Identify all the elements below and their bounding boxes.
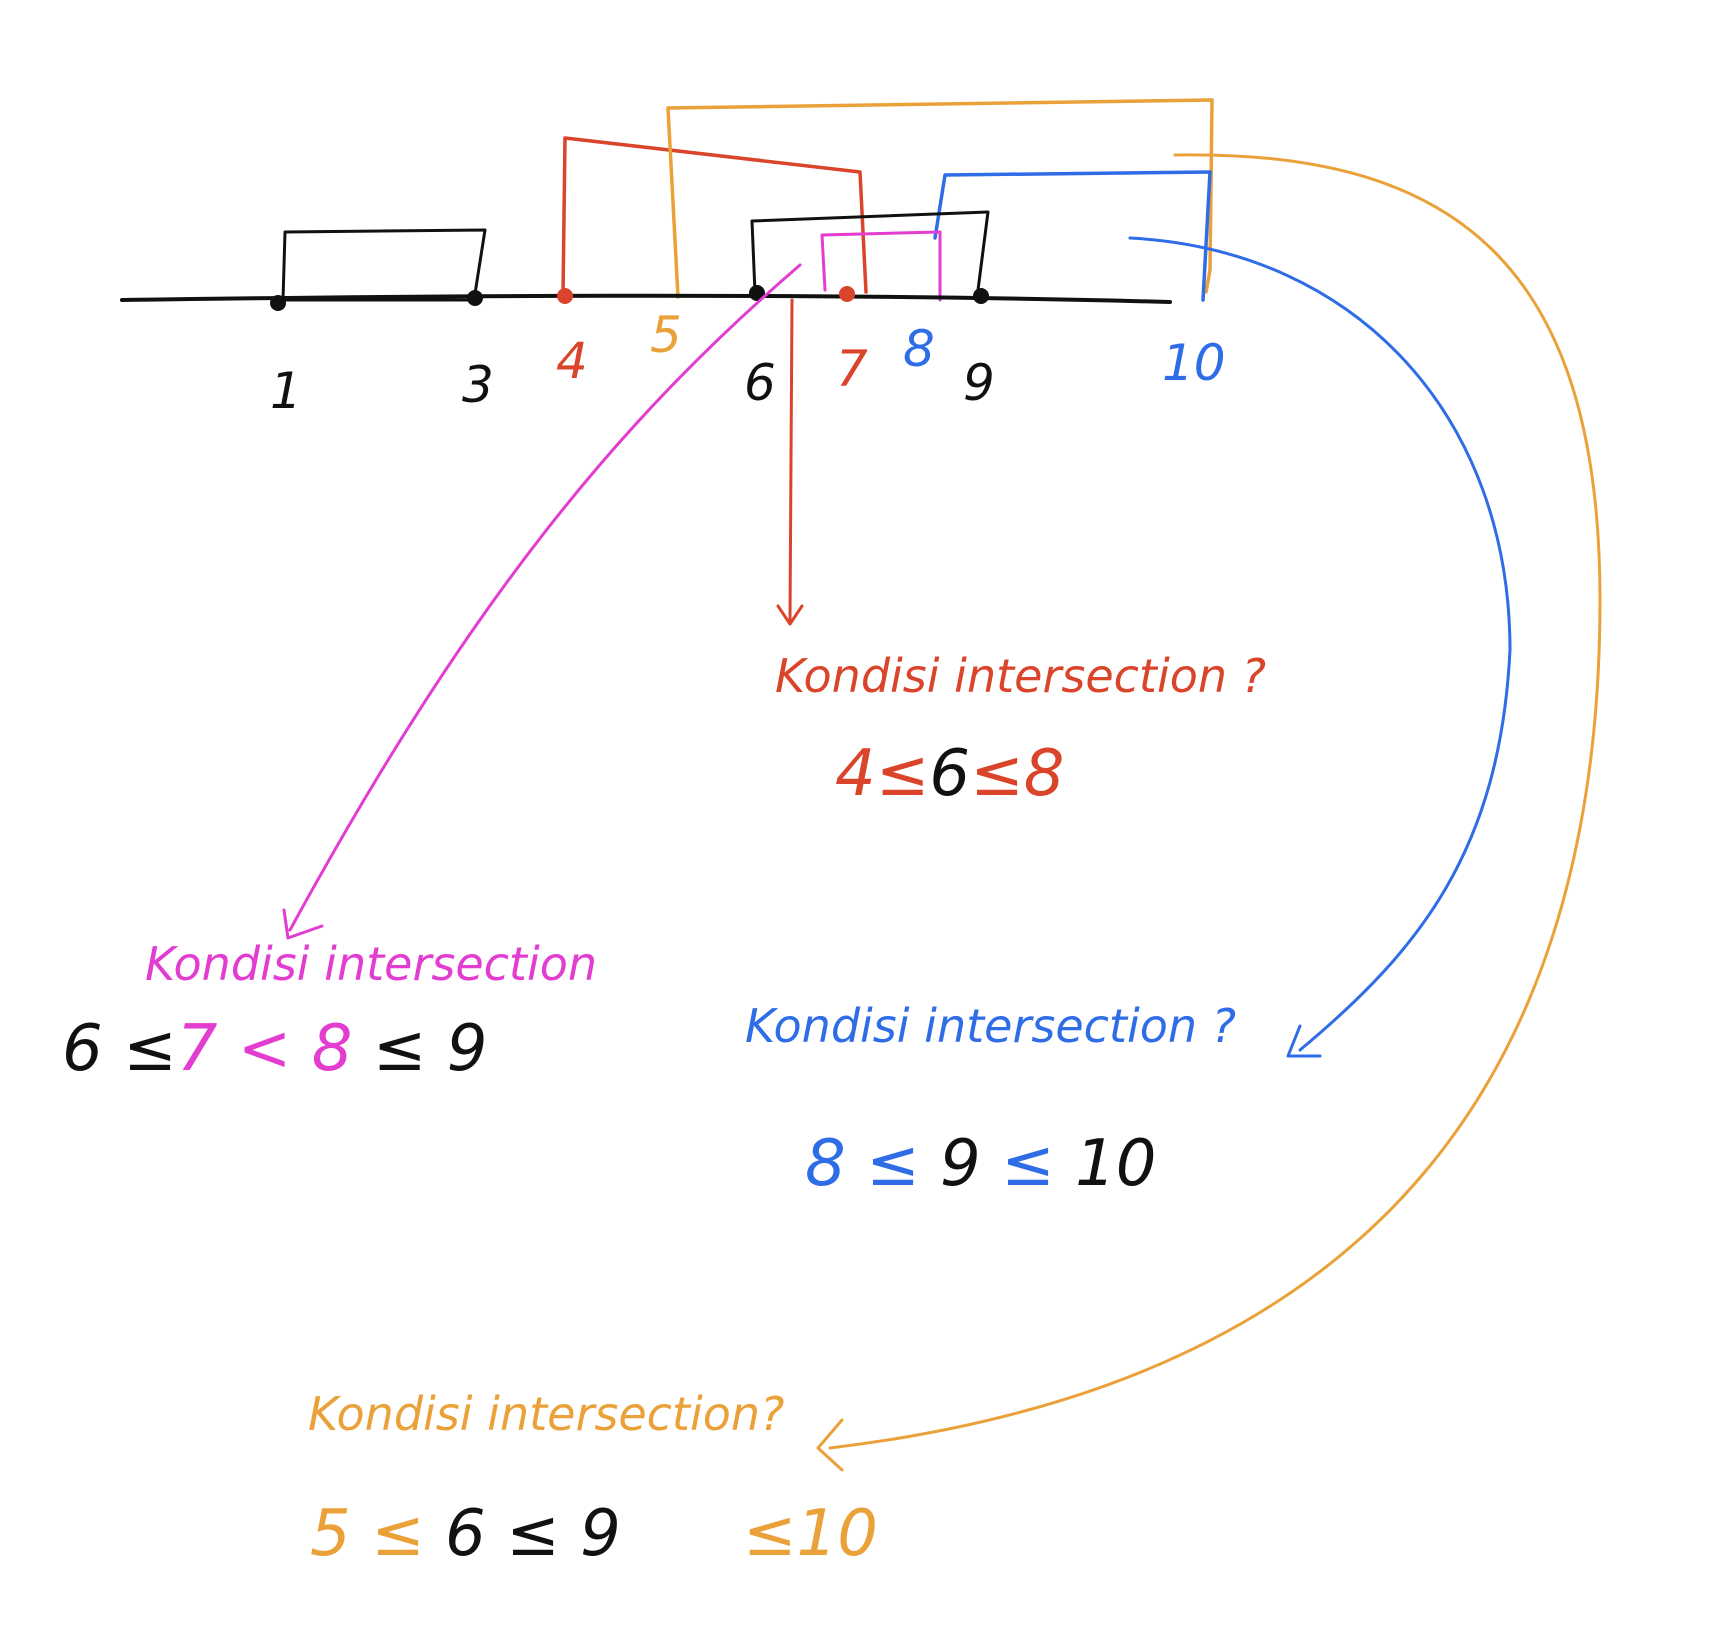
endpoint-dot: [557, 288, 573, 304]
endpoint-dot: [973, 288, 989, 304]
endpoint-dot: [749, 285, 765, 301]
tick-label: 10: [1162, 334, 1226, 392]
expr-term: ≤: [1001, 1127, 1075, 1201]
interval-orange-5-10: [666, 98, 1214, 299]
tick-label: 7: [836, 340, 868, 398]
note-orange-expression: 5 ≤ 6 ≤ 9 ≤10: [310, 1497, 878, 1571]
endpoint-dot: [839, 286, 855, 302]
note-magenta-expression: 6 ≤7 < 8 ≤ 9: [62, 1012, 487, 1086]
expr-term: 9: [940, 1127, 1001, 1201]
blue-arrowhead: [1286, 1024, 1322, 1058]
note-red: Kondisi intersection ? 4≤6≤8: [775, 649, 1266, 811]
interval-black-1-3: [281, 228, 487, 302]
expr-term: ≤10: [621, 1497, 878, 1571]
note-orange-caption: Kondisi intersection?: [308, 1387, 784, 1441]
expr-term: 9: [426, 1012, 487, 1086]
note-magenta: Kondisi intersection 6 ≤7 < 8 ≤ 9: [62, 937, 597, 1086]
arrows: [282, 153, 1602, 1472]
expr-term: 8: [1024, 737, 1065, 811]
blue-arrow: [1128, 236, 1512, 1052]
expr-term: 4: [835, 737, 876, 811]
expr-term: 5 ≤: [310, 1497, 445, 1571]
expr-term: 6: [929, 737, 970, 811]
note-blue-expression: 8 ≤ 9 ≤ 10: [805, 1127, 1157, 1201]
note-red-expression: 4≤6≤8: [835, 737, 1064, 811]
note-orange: Kondisi intersection? 5 ≤ 6 ≤ 9 ≤10: [308, 1387, 878, 1571]
endpoint-dot: [467, 290, 483, 306]
expr-term: 7 < 8: [177, 1012, 373, 1086]
note-blue: Kondisi intersection ? 8 ≤ 9 ≤ 10: [745, 999, 1236, 1201]
tick-label: 4: [556, 332, 588, 390]
orange-arrow: [828, 153, 1602, 1450]
expr-term: ≤: [876, 737, 930, 811]
magenta-arrowhead: [282, 908, 324, 940]
tick-label: 5: [650, 306, 682, 364]
tick-label: 8: [903, 320, 935, 378]
magenta-arrow: [288, 263, 802, 932]
expr-term: ≤: [866, 1127, 940, 1201]
expr-term: 6: [62, 1012, 123, 1086]
interval-magenta-7-8: [820, 230, 942, 302]
interval-black-6-9: [750, 210, 990, 295]
tick-label: 9: [963, 354, 995, 412]
tick-label: 6: [744, 354, 776, 412]
tick-label: 3: [462, 356, 494, 414]
number-line: [120, 293, 1172, 304]
note-blue-caption: Kondisi intersection ?: [745, 999, 1236, 1053]
note-magenta-caption: Kondisi intersection: [145, 937, 597, 991]
red-arrowhead: [776, 604, 804, 626]
orange-arrowhead: [816, 1418, 844, 1472]
expr-term: 8: [805, 1127, 866, 1201]
expr-term: 6 ≤ 9: [445, 1497, 621, 1571]
expr-term: 10: [1075, 1127, 1156, 1201]
tick-labels: 1 3 4 5 6 7 8 9 10: [270, 306, 1226, 420]
interval-blue-8-10: [933, 170, 1212, 302]
expr-term: ≤: [123, 1012, 177, 1086]
endpoint-dots: [270, 285, 989, 311]
note-red-caption: Kondisi intersection ?: [775, 649, 1266, 703]
interval-boxes: [281, 98, 1214, 302]
expr-term: ≤: [373, 1012, 427, 1086]
red-arrow: [788, 298, 794, 622]
interval-red-4-8: [561, 136, 868, 297]
expr-term: ≤: [970, 737, 1024, 811]
tick-label: 1: [270, 362, 302, 420]
endpoint-dot: [270, 295, 286, 311]
